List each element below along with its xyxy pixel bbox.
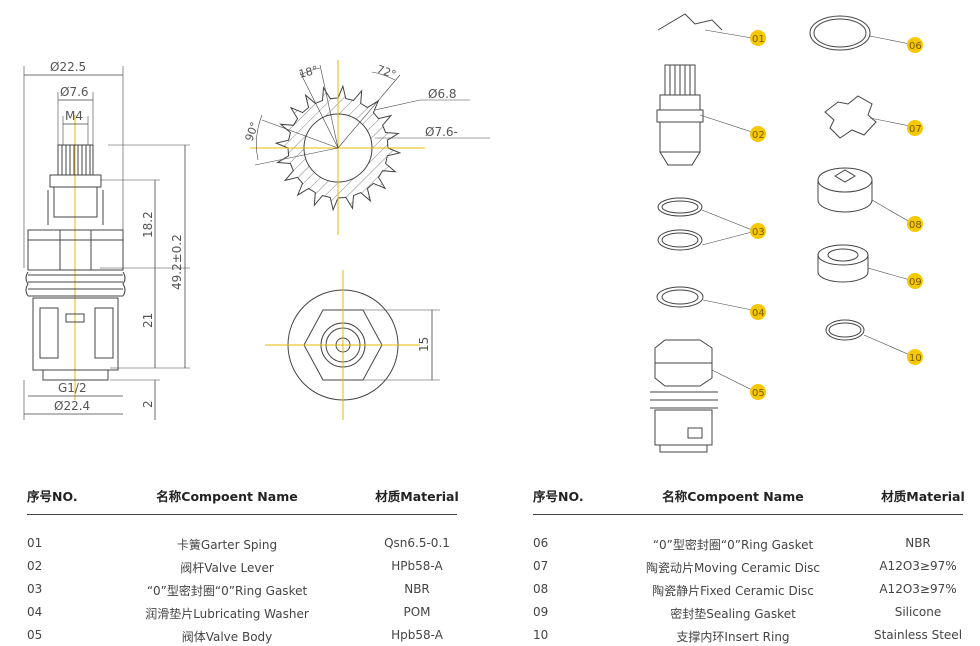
cell-no: 07 <box>533 559 549 573</box>
tag-04: 04 <box>752 308 765 319</box>
dim-m4: M4 <box>65 109 83 123</box>
dim-angle-90: 90° <box>243 120 262 143</box>
cell-name: 阀杆Valve Lever <box>180 561 274 575</box>
parts-table-left: 序号NO. 名称Compoent Name 材质Material 01 卡簧Ga… <box>27 486 459 644</box>
cell-name: 支撑内环Insert Ring <box>676 630 790 644</box>
dim-d22-4: Ø22.4 <box>54 399 90 413</box>
tag-09: 09 <box>909 277 922 288</box>
cell-material: Hpb58-A <box>391 628 443 642</box>
cell-material: A12O3≥97% <box>879 559 957 573</box>
valve-body-part <box>650 339 718 453</box>
technical-drawing: Ø22.5 Ø7.6 M4 18.2 49.2±0.2 21 2 G1/2 Ø2… <box>23 13 923 453</box>
table-row: 06 “0”型密封圈“0”Ring Gasket NBR <box>533 536 963 554</box>
dim-49-2: 49.2±0.2 <box>170 234 184 290</box>
cell-material: POM <box>403 605 431 619</box>
cell-name: 卡簧Garter Sping <box>176 538 278 552</box>
cell-name: 密封垫Sealing Gasket <box>670 607 796 621</box>
header-name: 名称Compoent Name <box>662 489 804 504</box>
cell-no: 04 <box>27 605 43 619</box>
table-row: 05 阀体Valve Body Hpb58-A <box>27 628 457 646</box>
cell-no: 06 <box>533 536 549 550</box>
dim-15: 15 <box>417 337 431 352</box>
table-row: 09 密封垫Sealing Gasket Silicone <box>533 605 963 623</box>
cell-material: Silicone <box>894 605 942 619</box>
dim-g1-2: G1/2 <box>58 381 87 395</box>
cell-material: Qsn6.5-0.1 <box>384 536 450 550</box>
header-divider <box>533 514 963 515</box>
dim-d6-8: Ø6.8 <box>428 87 457 101</box>
tag-01: 01 <box>752 34 765 45</box>
dim-d7-6-top: Ø7.6 <box>60 85 89 99</box>
cell-material: A12O3≥97% <box>879 582 957 596</box>
table-row: 07 陶瓷动片Moving Ceramic Disc A12O3≥97% <box>533 559 963 577</box>
cell-name: 润滑垫片Lubricating Washer <box>145 607 309 621</box>
table-header: 序号NO. 名称Compoent Name 材质Material <box>27 486 459 508</box>
cell-name: 阀体Valve Body <box>181 630 273 644</box>
sealing-gasket-part <box>817 244 869 283</box>
cell-material: Stainless Steel <box>873 628 963 642</box>
header-material: 材质Material <box>881 489 965 504</box>
table-row: 01 卡簧Garter Sping Qsn6.5-0.1 <box>27 536 457 554</box>
table-header: 序号NO. 名称Compoent Name 材质Material <box>533 486 965 508</box>
moving-ceramic-disc-part <box>824 95 877 139</box>
cell-name: “0”型密封圈“0”Ring Gasket <box>146 584 308 598</box>
garter-spring-part <box>657 13 723 31</box>
dim-21: 21 <box>141 313 155 328</box>
tag-08: 08 <box>909 220 922 231</box>
cell-name: “0”型密封圈“0”Ring Gasket <box>652 538 814 552</box>
tag-10: 10 <box>909 353 922 364</box>
o-ring-part-a <box>657 197 703 217</box>
dim-angle-72: 72° <box>375 63 398 82</box>
tag-06: 06 <box>909 41 922 52</box>
table-row: 08 陶瓷静片Fixed Ceramic Disc A12O3≥97% <box>533 582 963 600</box>
o-ring-part-b <box>657 229 703 251</box>
fixed-ceramic-disc-part <box>817 167 873 213</box>
tag-05: 05 <box>752 388 765 399</box>
cell-no: 02 <box>27 559 43 573</box>
cell-material: NBR <box>905 536 931 550</box>
table-row: 04 润滑垫片Lubricating Washer POM <box>27 605 457 623</box>
header-name: 名称Compoent Name <box>156 489 298 504</box>
tag-07: 07 <box>909 124 922 135</box>
tag-03: 03 <box>752 227 765 238</box>
gear-view <box>250 60 490 235</box>
dim-2: 2 <box>141 400 155 408</box>
parts-table-right: 序号NO. 名称Compoent Name 材质Material 06 “0”型… <box>533 486 965 644</box>
lubricating-washer-part <box>656 286 704 308</box>
tag-02: 02 <box>752 130 765 141</box>
dim-d22-5: Ø22.5 <box>50 60 86 74</box>
bottom-view <box>265 270 440 420</box>
cell-material: NBR <box>404 582 430 596</box>
header-no: 序号NO. <box>27 489 78 504</box>
table-row: 02 阀杆Valve Lever HPb58-A <box>27 559 457 577</box>
cell-no: 05 <box>27 628 43 642</box>
valve-lever-part <box>656 64 704 166</box>
insert-ring-part <box>825 319 865 341</box>
cell-no: 09 <box>533 605 549 619</box>
side-view <box>23 66 190 420</box>
dim-d7-6-gear: Ø7.6- <box>425 125 458 139</box>
header-no: 序号NO. <box>533 489 584 504</box>
cell-no: 10 <box>533 628 549 642</box>
header-divider <box>27 514 457 515</box>
dim-angle-18: 18° <box>297 63 319 81</box>
cell-no: 03 <box>27 582 43 596</box>
o-ring-part-06 <box>809 15 871 51</box>
cell-no: 08 <box>533 582 549 596</box>
cell-name: 陶瓷动片Moving Ceramic Disc <box>645 561 821 575</box>
table-row: 03 “0”型密封圈“0”Ring Gasket NBR <box>27 582 457 600</box>
cell-no: 01 <box>27 536 43 550</box>
cell-material: HPb58-A <box>391 559 443 573</box>
header-material: 材质Material <box>375 489 459 504</box>
cell-name: 陶瓷静片Fixed Ceramic Disc <box>652 584 814 598</box>
part-tags: 01 02 03 04 05 06 07 08 09 10 <box>750 30 923 400</box>
table-row: 10 支撑内环Insert Ring Stainless Steel <box>533 628 963 646</box>
dim-18-2: 18.2 <box>141 211 155 238</box>
